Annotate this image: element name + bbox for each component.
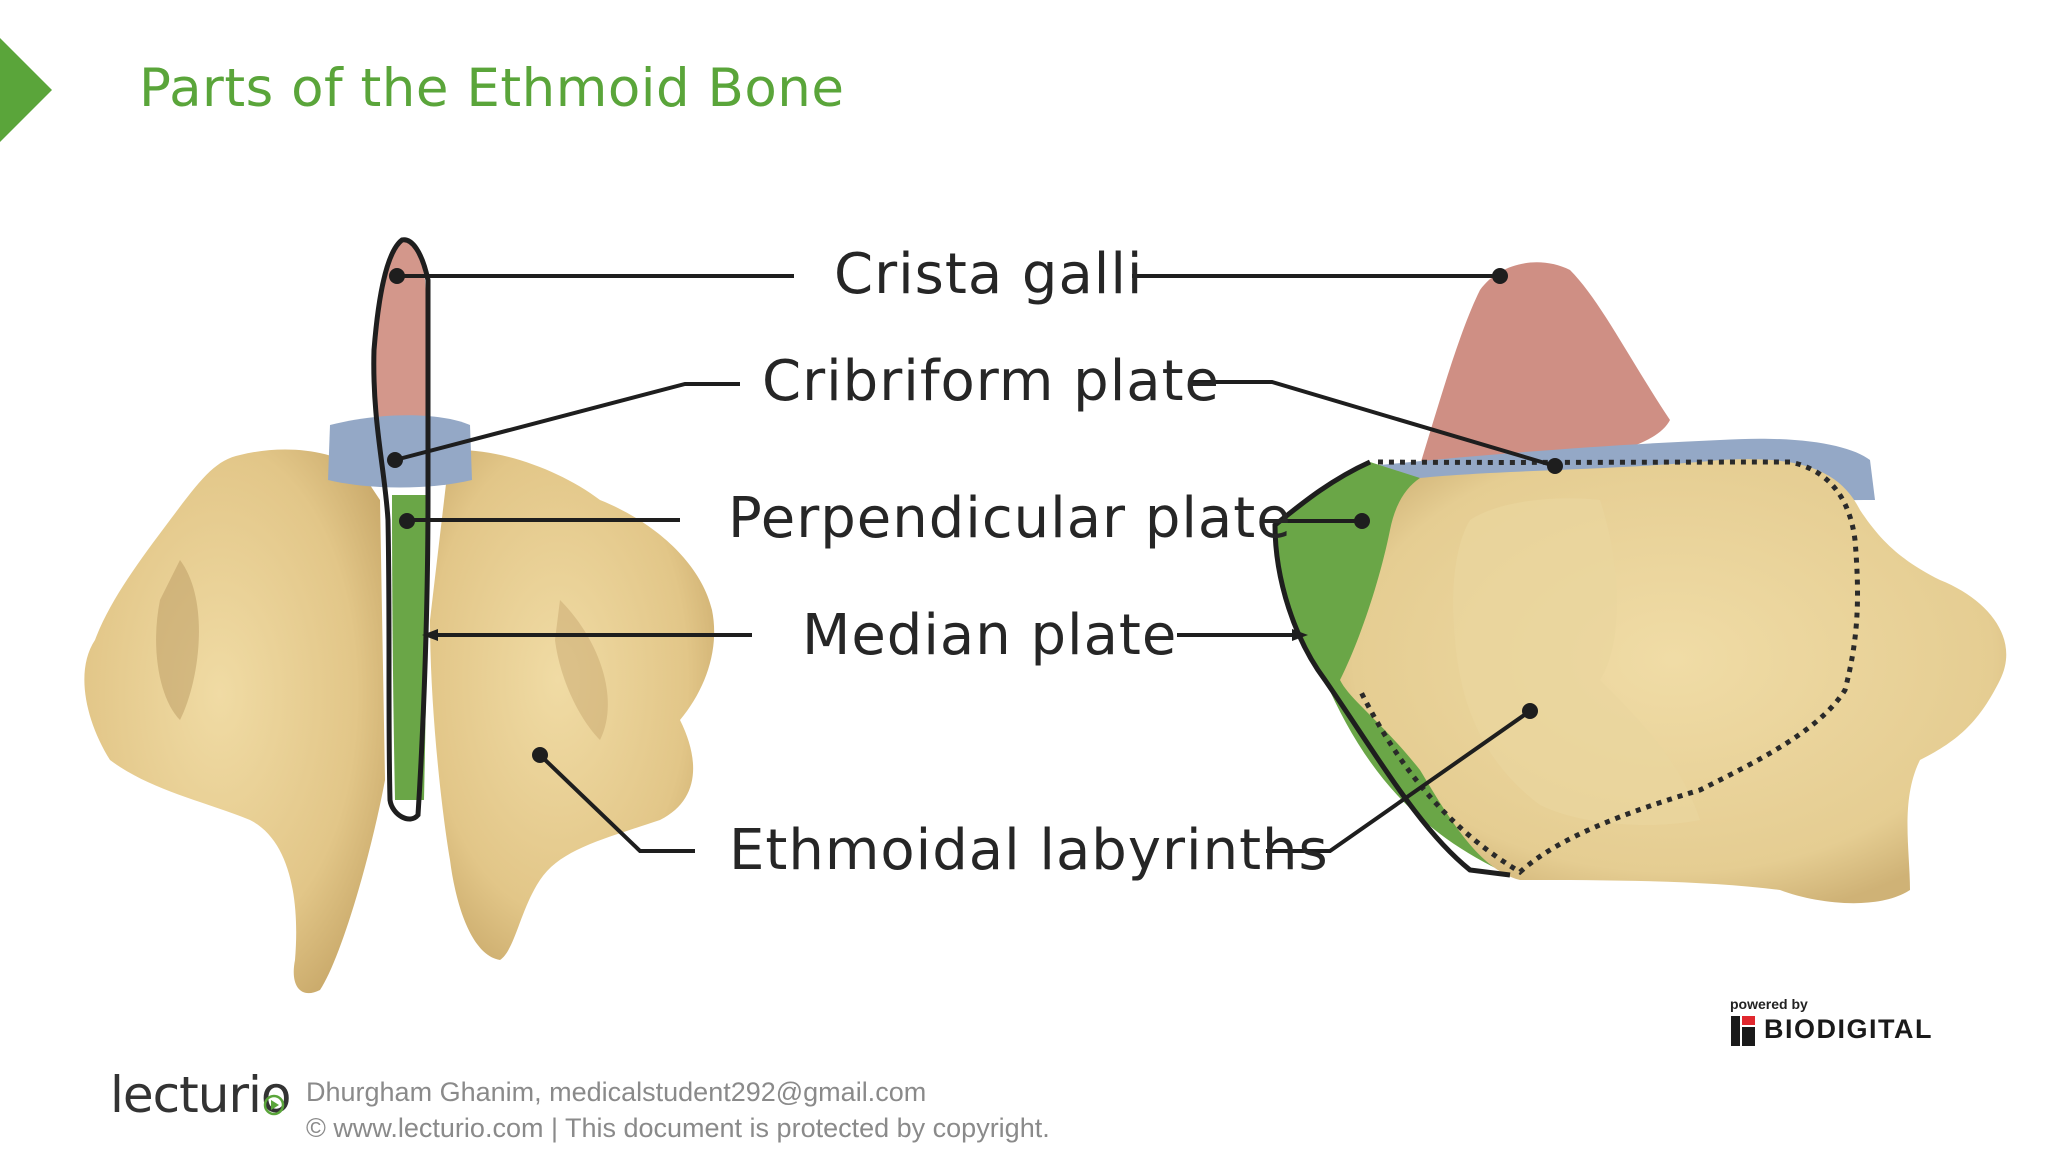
label-median-plate: Median plate (802, 603, 1178, 668)
leader-labyrinth-right (1266, 709, 1532, 853)
lateral-crista-galli (1420, 262, 1670, 465)
powered-by-label: powered by (1730, 996, 1808, 1012)
dot-perpendicular-left (399, 513, 415, 529)
anterior-crista-galli (373, 239, 428, 440)
slide-title: Parts of the Ethmoid Bone (139, 58, 845, 119)
anterior-perpendicular-plate (392, 495, 427, 800)
anterior-cribriform-plate (328, 415, 472, 488)
leader-lines (394, 274, 1556, 853)
slide-marker-triangle (0, 38, 52, 142)
lateral-inner-edge (1453, 498, 1700, 825)
anterior-outline (371, 237, 431, 822)
dot-labyrinth-right (1522, 703, 1538, 719)
dot-crista-galli-left (389, 268, 405, 284)
left-labyrinth (84, 449, 386, 994)
label-crista-galli: Crista galli (834, 242, 1144, 307)
dot-perpendicular-right (1354, 513, 1370, 529)
footer-copyright-line: © www.lecturio.com | This document is pr… (306, 1113, 1050, 1143)
lateral-perpendicular-plate (1275, 462, 1510, 875)
arrowhead-median-left (422, 629, 438, 641)
biodigital-logo-icon (1731, 1016, 1755, 1046)
label-perpendicular-plate: Perpendicular plate (728, 486, 1292, 551)
footer-user-line: Dhurgham Ghanim, medicalstudent292@gmail… (306, 1077, 927, 1107)
lateral-outline (1272, 459, 1511, 878)
label-cribriform-plate: Cribriform plate (762, 349, 1221, 414)
dot-labyrinth-left (532, 747, 548, 763)
leader-cribriform-left (394, 382, 740, 462)
anterior-view (84, 237, 715, 994)
arrowhead-median-right (1292, 629, 1308, 641)
left-labyrinth-shadow (156, 560, 199, 720)
lateral-view (1272, 262, 2007, 904)
leader-labyrinth-left (538, 753, 695, 853)
dot-crista-galli-right (1492, 268, 1508, 284)
lateral-labyrinth (1340, 459, 2007, 904)
right-labyrinth (430, 449, 715, 960)
footer-text: Dhurgham Ghanim, medicalstudent292@gmail… (306, 1074, 1050, 1146)
lateral-labyrinth-outline-dotted (1357, 459, 1861, 876)
lecturio-play-icon (263, 1094, 285, 1116)
dot-cribriform-right (1547, 458, 1563, 474)
label-ethmoidal-labyrinths: Ethmoidal labyrinths (729, 818, 1329, 883)
leader-cribriform-right (1190, 380, 1556, 468)
biodigital-logo-text: BIODIGITAL (1764, 1014, 1933, 1044)
dot-cribriform-left (387, 452, 403, 468)
lecturio-logo: lecturio (110, 1066, 291, 1124)
leader-dots (387, 268, 1563, 763)
